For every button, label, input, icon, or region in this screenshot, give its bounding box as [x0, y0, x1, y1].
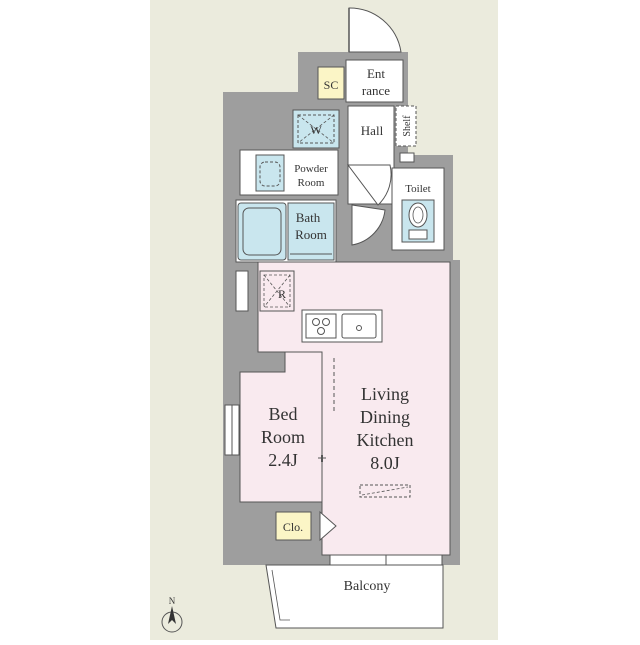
bath-label-1: Bath [296, 210, 321, 225]
ldk-label-4: 8.0J [370, 453, 400, 473]
entrance-label-2: rance [362, 83, 390, 98]
bath-door-swing [351, 204, 386, 246]
bed-label-1: Bed [269, 404, 298, 424]
closet-door [319, 510, 337, 542]
fridge-label: R [278, 287, 286, 301]
washbasin-icon [255, 154, 285, 192]
shelf-area [395, 105, 417, 147]
ldk-label-3: Kitchen [357, 430, 414, 450]
washer-label: W [310, 123, 322, 137]
closet-label: Clo. [283, 520, 303, 534]
ldk-label-2: Dining [360, 407, 410, 427]
bath-floor [287, 202, 335, 261]
hall-label: Hall [361, 123, 384, 138]
north-arrow-icon [168, 606, 176, 624]
shelf-label: Shelf [402, 115, 413, 137]
air-conditioner [359, 484, 411, 498]
compass: N [161, 596, 183, 633]
powder-label-2: Room [298, 177, 325, 189]
ldk-label-1: Living [361, 384, 409, 404]
balcony [265, 564, 444, 629]
powder-label-1: Powder [294, 163, 328, 175]
bathtub-icon [237, 202, 287, 261]
bath-label-2: Room [295, 227, 327, 242]
closet [275, 511, 312, 541]
sc-label: SC [324, 78, 339, 92]
hall-door-swing [347, 164, 392, 206]
shoe-cabinet [317, 66, 345, 100]
entrance-label-1: Ent [367, 66, 385, 81]
bed-room [239, 351, 323, 503]
compass-label: N [169, 596, 176, 606]
entrance-area [345, 59, 404, 103]
bed-label-3: 2.4J [268, 450, 298, 470]
toilet-label: Toilet [405, 183, 431, 195]
hall-switch [399, 152, 415, 163]
entrance-door-swing [348, 7, 402, 53]
pipe-space [235, 270, 249, 312]
balcony-label: Balcony [344, 579, 391, 594]
bed-label-2: Room [261, 427, 305, 447]
